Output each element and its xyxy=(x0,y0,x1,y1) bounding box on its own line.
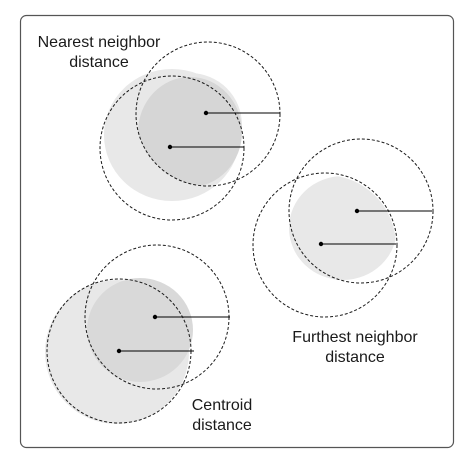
furthest-label-line1: Furthest neighbor xyxy=(292,329,418,346)
nearest-label-line2: distance xyxy=(69,54,129,71)
nn-circle-a xyxy=(135,41,281,187)
centroid-label-line2: distance xyxy=(192,417,252,434)
centroid-label-line1: Centroid xyxy=(192,397,252,414)
centroid-point-b xyxy=(116,348,122,354)
nn-centroid-a xyxy=(203,110,209,116)
nearest-label-line1: Nearest neighbor xyxy=(38,34,161,51)
fn-centroid-b xyxy=(318,241,324,247)
nn-overlap-region xyxy=(138,77,242,186)
furthest-label-line2: distance xyxy=(325,349,385,366)
furthest-neighbor-group xyxy=(252,138,434,318)
centroid-point-a xyxy=(152,314,158,320)
fn-cluster-shape xyxy=(289,176,396,280)
fn-circle-b xyxy=(252,172,398,318)
centroid-cluster-b-shape xyxy=(87,278,193,382)
fn-circle-a xyxy=(288,138,434,284)
nn-centroid-b xyxy=(167,144,173,150)
centroid-group xyxy=(45,244,230,424)
nearest-neighbor-group xyxy=(99,41,281,221)
fn-centroid-a xyxy=(354,208,360,214)
nn-circle-b xyxy=(99,75,245,221)
